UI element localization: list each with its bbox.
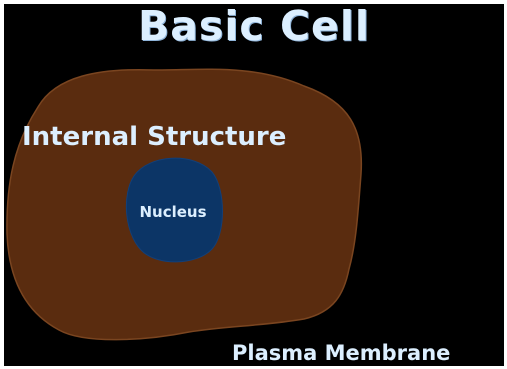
- diagram-title: Basic Cell: [4, 4, 504, 50]
- diagram-canvas: Basic Cell Internal Structure Nucleus Pl…: [4, 4, 504, 366]
- cell-diagram: [4, 4, 504, 366]
- plasma-membrane-label: Plasma Membrane: [232, 341, 450, 365]
- internal-structure-label: Internal Structure: [22, 122, 286, 152]
- nucleus-label: Nucleus: [125, 203, 221, 221]
